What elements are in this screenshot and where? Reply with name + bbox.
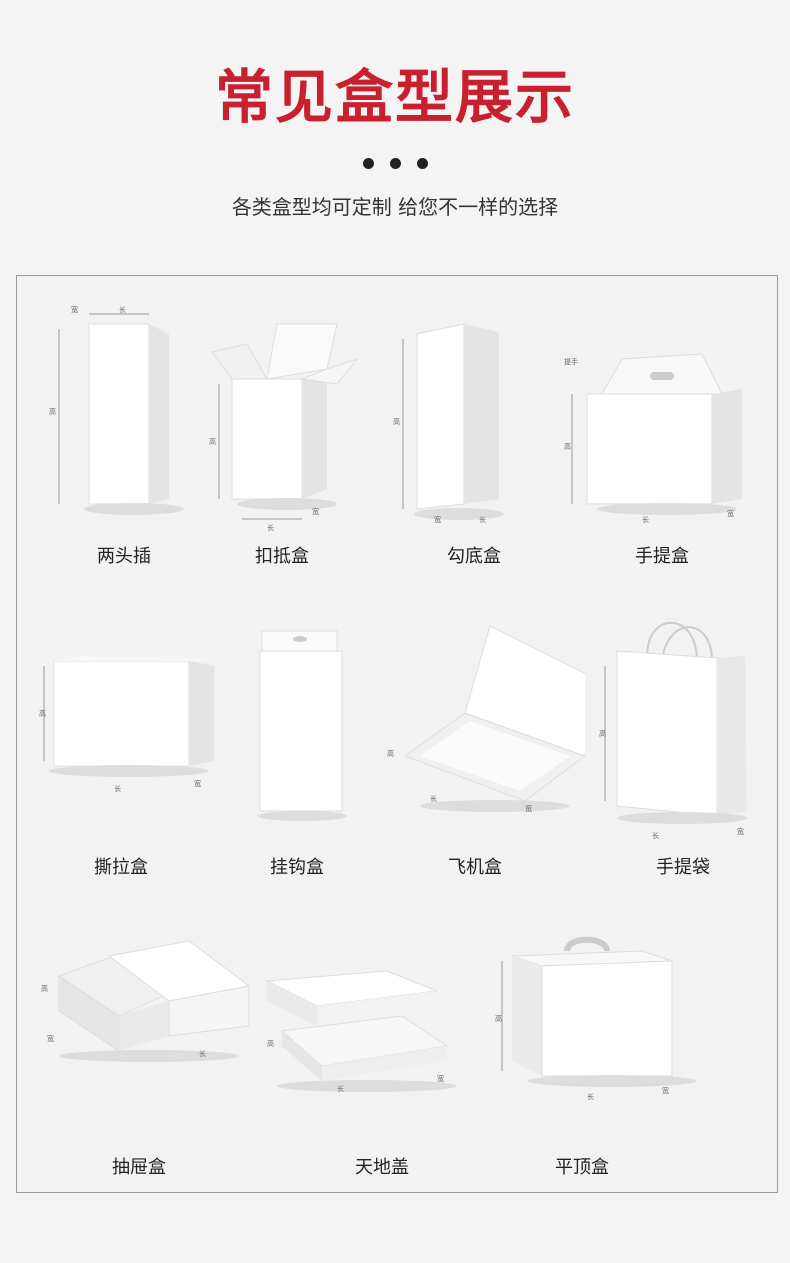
box-label: 手提袋	[656, 857, 710, 878]
dim-height-label: 高	[564, 442, 571, 451]
tear-strip-box-illustration: 高 长 宽	[39, 656, 214, 793]
dim-width-label: 宽	[737, 827, 744, 836]
dim-height-label: 高	[495, 1014, 502, 1023]
box-type-flat-top-box: 高 长 宽 平顶盒	[487, 931, 697, 1221]
dim-width-label: 宽	[434, 515, 441, 524]
dim-width-label: 宽	[662, 1086, 669, 1095]
flat-top-box-illustration: 高 长 宽	[495, 936, 697, 1101]
box-label: 飞机盒	[448, 857, 502, 878]
box-types-panel: 高 长 宽 两头插 高 长 宽 扣抵盒 高 宽 长	[16, 275, 778, 1193]
dim-height-label: 高	[41, 984, 48, 993]
box-type-lock-bottom: 高 长 宽 扣抵盒	[207, 304, 387, 594]
dim-width-label: 宽	[194, 779, 201, 788]
box-label: 扣抵盒	[255, 546, 309, 567]
box-type-tuck-end: 高 长 宽 两头插	[39, 304, 219, 594]
lock-bottom-box-illustration: 高 长 宽	[209, 323, 359, 532]
box-label: 手提盒	[635, 546, 689, 567]
paper-bag-illustration: 高 长 宽	[599, 621, 747, 840]
hang-tab-box-illustration	[257, 630, 347, 821]
box-type-lid-base-box: 高 长 宽 天地盖	[262, 931, 457, 1221]
dot	[389, 158, 401, 169]
box-type-paper-bag: 高 长 宽 手提袋	[587, 606, 767, 896]
dim-height-label: 高	[599, 729, 606, 738]
dim-height-label: 高	[39, 709, 46, 718]
box-label: 平顶盒	[555, 1157, 609, 1178]
dim-width-label: 宽	[727, 509, 734, 518]
dim-width-label: 宽	[437, 1074, 444, 1083]
dim-length-label: 长	[119, 305, 126, 314]
dim-length-label: 长	[652, 831, 659, 840]
box-label: 挂钩盒	[270, 857, 324, 878]
box-label: 两头插	[97, 546, 151, 567]
dim-width-label: 宽	[47, 1034, 54, 1043]
dim-height-label: 高	[387, 749, 394, 758]
page-title: 常见盒型展示	[214, 63, 575, 131]
dim-width-label: 宽	[525, 804, 532, 813]
tuck-end-box-illustration: 高 长 宽	[49, 305, 184, 515]
lid-base-box-illustration: 高 长 宽	[265, 970, 457, 1093]
dot	[416, 158, 428, 169]
dim-height-label: 高	[49, 407, 56, 416]
dim-height-label: 高	[393, 417, 400, 426]
box-label: 天地盖	[355, 1157, 409, 1178]
dim-width-label: 宽	[71, 305, 78, 314]
box-type-snap-bottom: 高 宽 长 勾底盒	[389, 304, 569, 594]
dim-length-label: 长	[642, 515, 649, 524]
dim-length-label: 长	[430, 794, 437, 803]
box-type-hang-tab: 挂钩盒	[212, 621, 392, 911]
mailer-box-illustration: 高 长 宽	[387, 625, 585, 813]
snap-bottom-box-illustration: 高 宽 长	[393, 323, 504, 524]
page-subtitle: 各类盒型均可定制 给您不一样的选择	[231, 195, 559, 219]
dim-height-label: 高	[267, 1039, 274, 1048]
dim-height-label: 高	[209, 437, 216, 446]
title-divider-dots	[0, 158, 790, 169]
box-label: 勾底盒	[447, 546, 501, 567]
box-type-tear-strip: 高 长 宽 撕拉盒	[39, 621, 219, 911]
dim-length-label: 长	[479, 515, 486, 524]
dim-length-label: 长	[199, 1049, 206, 1058]
dim-length-label: 长	[114, 784, 121, 793]
dot	[362, 158, 374, 169]
box-type-handle-box: 提手 高 长 宽 手提盒	[562, 304, 742, 594]
dim-length-label: 长	[267, 523, 274, 532]
drawer-box-illustration: 高 宽 长	[41, 940, 251, 1062]
box-label: 抽屉盒	[112, 1157, 166, 1178]
dim-handle-label: 提手	[564, 357, 578, 366]
dim-length-label: 长	[587, 1092, 594, 1101]
handle-box-illustration: 提手 高 长 宽	[564, 353, 742, 524]
dim-width-label: 宽	[312, 507, 319, 516]
box-type-drawer-box: 高 宽 长 抽屉盒	[39, 931, 251, 1221]
box-label: 撕拉盒	[94, 857, 148, 878]
box-type-mailer-box: 高 长 宽 飞机盒	[385, 621, 585, 911]
dim-length-label: 长	[337, 1084, 344, 1093]
